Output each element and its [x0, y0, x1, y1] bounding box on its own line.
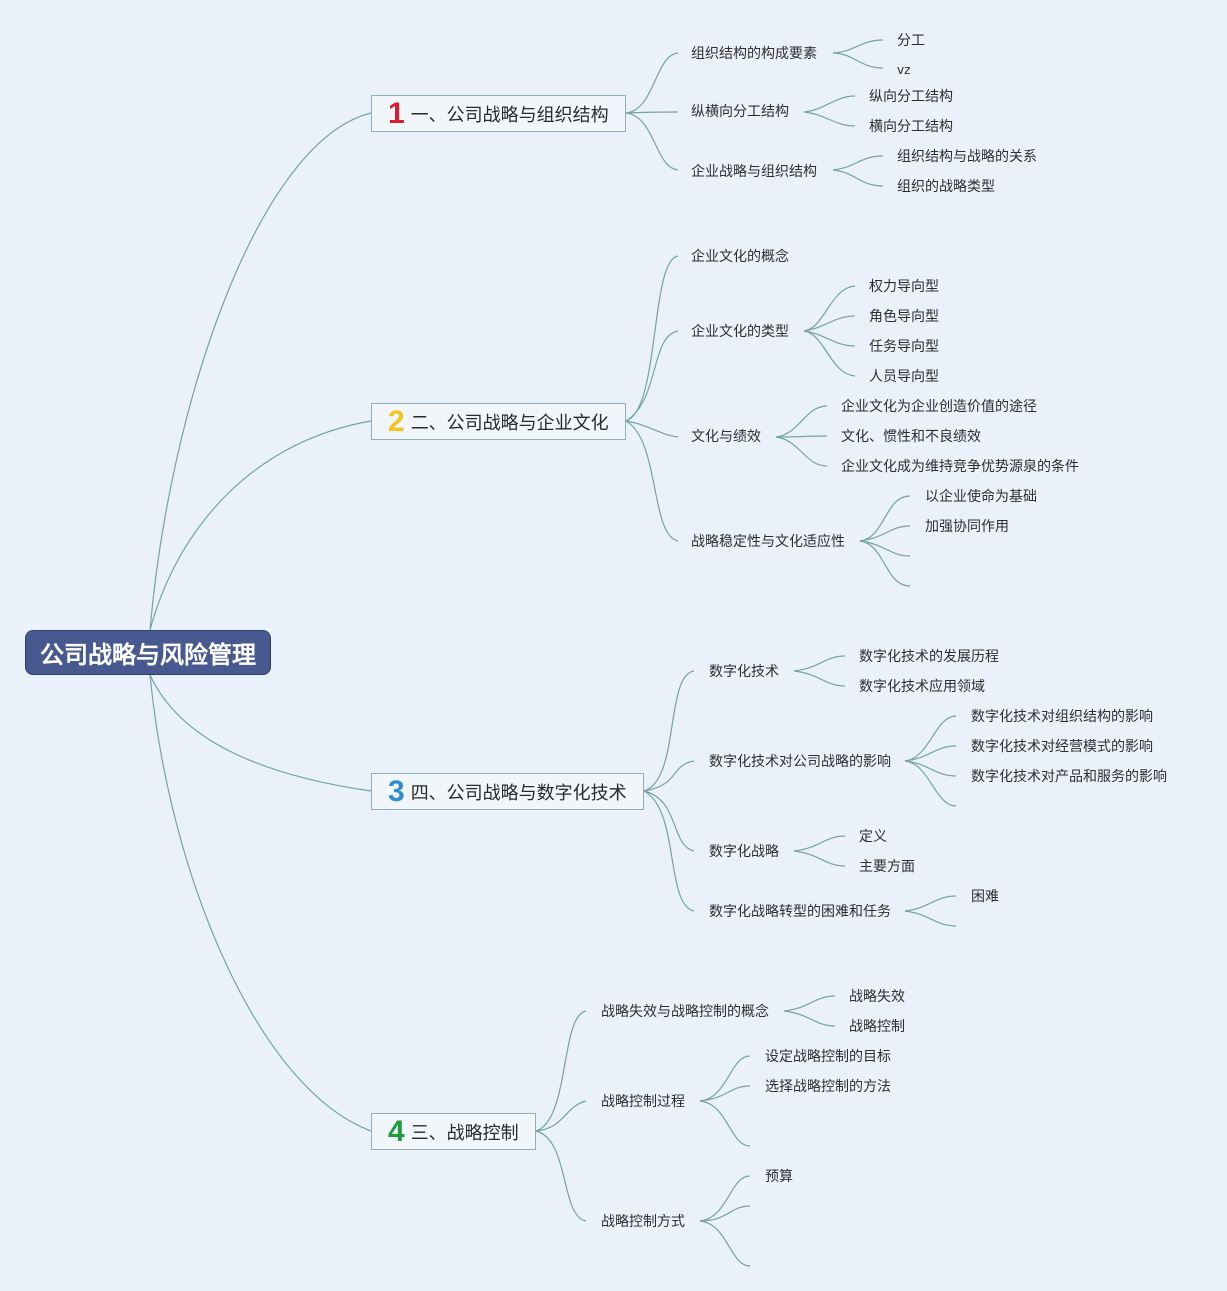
leaf-power-oriented[interactable]: 权力导向型: [869, 279, 939, 295]
leaf-synergy[interactable]: 加强协同作用: [925, 519, 1009, 535]
leaf-budget[interactable]: 预算: [765, 1169, 793, 1185]
subtopic-digital-strategy[interactable]: 数字化战略: [709, 844, 779, 860]
leaf-culture-advantage-conditions[interactable]: 企业文化成为维持竞争优势源泉的条件: [841, 459, 1079, 475]
leaf-vertical-structure[interactable]: 纵向分工结构: [869, 89, 953, 105]
leaf-people-oriented[interactable]: 人员导向型: [869, 369, 939, 385]
subtopic-culture-concept[interactable]: 企业文化的概念: [691, 249, 789, 265]
subtopic-org-elements[interactable]: 组织结构的构成要素: [691, 46, 817, 62]
subtopic-culture-types[interactable]: 企业文化的类型: [691, 324, 789, 340]
subtopic-control-methods[interactable]: 战略控制方式: [601, 1214, 685, 1230]
topic-label: 二、公司战略与企业文化: [410, 412, 609, 434]
leaf-digital-history[interactable]: 数字化技术的发展历程: [859, 649, 999, 665]
subtopic-failure-control-concept[interactable]: 战略失效与战略控制的概念: [601, 1004, 769, 1020]
topic-label: 一、公司战略与组织结构: [410, 104, 609, 126]
topic-label: 三、战略控制: [410, 1122, 519, 1144]
topic-number-marker: 1: [388, 96, 405, 130]
subtopic-transformation-difficulties[interactable]: 数字化战略转型的困难和任务: [709, 904, 891, 920]
root-topic[interactable]: 公司战略与风险管理: [25, 630, 271, 675]
leaf-main-aspects[interactable]: 主要方面: [859, 859, 915, 875]
subtopic-digital-impact[interactable]: 数字化技术对公司战略的影响: [709, 754, 891, 770]
leaf-structure-strategy-relation[interactable]: 组织结构与战略的关系: [897, 149, 1037, 165]
leaf-strategy-control[interactable]: 战略控制: [849, 1019, 905, 1035]
topic-number-marker: 2: [388, 404, 405, 438]
leaf-impact-products[interactable]: 数字化技术对产品和服务的影响: [971, 769, 1167, 785]
subtopic-culture-performance[interactable]: 文化与绩效: [691, 429, 761, 445]
topic-label: 四、公司战略与数字化技术: [410, 782, 627, 804]
subtopic-stability-adaptability[interactable]: 战略稳定性与文化适应性: [691, 534, 845, 550]
leaf-org-strategy-types[interactable]: 组织的战略类型: [897, 179, 995, 195]
leaf-culture-inertia[interactable]: 文化、惯性和不良绩效: [841, 429, 981, 445]
leaf-culture-value-creation[interactable]: 企业文化为企业创造价值的途径: [841, 399, 1037, 415]
leaf-digital-fields[interactable]: 数字化技术应用领域: [859, 679, 985, 695]
subtopic-digital-tech[interactable]: 数字化技术: [709, 664, 779, 680]
leaf-vz[interactable]: vz: [897, 63, 911, 77]
topic-strategy-organization[interactable]: 1 一、公司战略与组织结构: [371, 95, 626, 132]
leaf-mission-based[interactable]: 以企业使命为基础: [925, 489, 1037, 505]
subtopic-control-process[interactable]: 战略控制过程: [601, 1094, 685, 1110]
leaf-role-oriented[interactable]: 角色导向型: [869, 309, 939, 325]
leaf-strategy-failure[interactable]: 战略失效: [849, 989, 905, 1005]
leaf-definition[interactable]: 定义: [859, 829, 887, 845]
leaf-task-oriented[interactable]: 任务导向型: [869, 339, 939, 355]
leaf-horizontal-structure[interactable]: 横向分工结构: [869, 119, 953, 135]
leaf-set-goals[interactable]: 设定战略控制的目标: [765, 1049, 891, 1065]
topic-number-marker: 4: [388, 1114, 405, 1148]
leaf-impact-business-model[interactable]: 数字化技术对经营模式的影响: [971, 739, 1153, 755]
subtopic-strategy-and-structure[interactable]: 企业战略与组织结构: [691, 164, 817, 180]
leaf-difficulties[interactable]: 困难: [971, 889, 999, 905]
leaf-choose-methods[interactable]: 选择战略控制的方法: [765, 1079, 891, 1095]
topic-number-marker: 3: [388, 774, 405, 808]
topic-strategic-control[interactable]: 4 三、战略控制: [371, 1113, 536, 1150]
topic-strategy-digital[interactable]: 3 四、公司战略与数字化技术: [371, 773, 644, 810]
leaf-impact-org[interactable]: 数字化技术对组织结构的影响: [971, 709, 1153, 725]
leaf-division-of-labor[interactable]: 分工: [897, 33, 925, 49]
topic-strategy-culture[interactable]: 2 二、公司战略与企业文化: [371, 403, 626, 440]
subtopic-division-structure[interactable]: 纵横向分工结构: [691, 104, 789, 120]
